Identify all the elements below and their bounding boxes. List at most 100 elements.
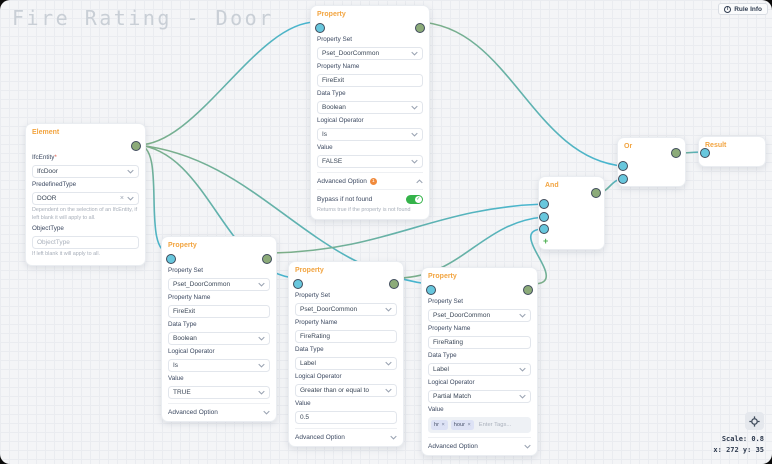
logical-operator-select[interactable]: Is [317, 127, 423, 141]
bypass-help: Returns true if the property is not foun… [317, 206, 411, 213]
property-name-label: Property Name [428, 325, 471, 333]
node-title: Property [168, 242, 197, 249]
bypass-toggle[interactable]: ✓ [406, 194, 423, 204]
advanced-option-toggle[interactable]: Advanced Option 1 [317, 172, 423, 185]
value-select[interactable]: FALSE [317, 154, 423, 168]
value-label: Value [295, 400, 311, 408]
property-output-port[interactable] [415, 22, 425, 33]
advanced-count-badge: 1 [369, 177, 377, 185]
property-input-port[interactable] [166, 253, 176, 264]
ifc-entity-label: IfcEntity* [32, 154, 57, 162]
property-set-select[interactable]: Pset_DoorCommon [295, 302, 397, 316]
node-and[interactable]: And + [538, 176, 605, 250]
node-title: Property [317, 11, 346, 18]
node-property-firerating-gte[interactable]: Property Property Set Pset_DoorCommon Pr… [288, 261, 404, 447]
data-type-select[interactable]: Label [295, 356, 397, 370]
chevron-down-icon [263, 410, 270, 415]
tags-input-box[interactable]: hr × hour × [428, 416, 531, 433]
check-icon: ✓ [414, 195, 422, 203]
chevron-down-icon [127, 169, 134, 174]
property-input-port[interactable] [293, 278, 303, 289]
property-set-select[interactable]: Pset_DoorCommon [428, 308, 531, 322]
property-set-select[interactable]: Pset_DoorCommon [168, 277, 270, 291]
crosshair-locate-icon [749, 416, 760, 427]
node-element[interactable]: Element IfcEntity* IfcDoor PredefinedTyp… [25, 123, 146, 266]
node-property-fireexit-true[interactable]: Property Property Set Pset_DoorCommon Pr… [161, 236, 277, 422]
node-title: Or [624, 143, 633, 150]
add-input-button[interactable]: + [543, 236, 549, 246]
chevron-down-icon [524, 444, 531, 449]
property-name-input[interactable] [317, 73, 423, 87]
zoom-scale-readout: Scale: 0.8 [721, 435, 764, 444]
property-input-port[interactable] [315, 22, 325, 33]
property-set-label: Property Set [295, 292, 330, 300]
node-or[interactable]: Or [617, 137, 686, 187]
property-output-port[interactable] [262, 253, 272, 264]
data-type-select[interactable]: Label [428, 362, 531, 376]
node-element-title: Element [32, 129, 60, 136]
property-name-label: Property Name [317, 63, 360, 71]
and-output-port[interactable] [591, 188, 601, 198]
chevron-down-icon [385, 307, 392, 312]
property-output-port[interactable] [389, 278, 399, 289]
data-type-label: Data Type [295, 346, 324, 354]
object-type-label: ObjectType [32, 225, 64, 233]
tag-remove-icon[interactable]: × [441, 421, 445, 428]
chevron-down-icon [411, 159, 418, 164]
predefined-type-select[interactable]: DOOR × [32, 191, 139, 205]
advanced-option-toggle[interactable]: Advanced Option [168, 403, 270, 416]
or-output-port[interactable] [671, 148, 681, 158]
and-input-port-2[interactable] [539, 212, 549, 222]
or-input-port-2[interactable] [618, 174, 628, 184]
property-set-select[interactable]: Pset_DoorCommon [317, 46, 423, 60]
data-type-select[interactable]: Boolean [317, 100, 423, 114]
property-name-input[interactable] [168, 304, 270, 318]
value-label: Value [317, 144, 333, 152]
and-input-port-1[interactable] [539, 199, 549, 209]
logical-operator-label: Logical Operator [428, 379, 475, 387]
property-name-input[interactable] [428, 335, 531, 349]
node-property-fireexit-false[interactable]: Property Property Set Pset_DoorCommon Pr… [310, 5, 430, 220]
logical-operator-select[interactable]: Greater than or equal to [295, 383, 397, 397]
property-name-input[interactable] [295, 329, 397, 343]
advanced-option-toggle[interactable]: Advanced Option [295, 428, 397, 441]
logical-operator-select[interactable]: Is [168, 358, 270, 372]
or-input-port-1[interactable] [618, 161, 628, 171]
chevron-down-icon [411, 132, 418, 137]
value-input[interactable] [295, 410, 397, 424]
property-input-port[interactable] [426, 284, 436, 295]
predefined-type-help: Dependent on the selection of an IfcEnti… [32, 207, 138, 221]
property-set-label: Property Set [317, 36, 352, 44]
chevron-down-icon [258, 390, 265, 395]
predefined-type-label: PredefinedType [32, 181, 77, 189]
tags-input[interactable] [476, 420, 523, 429]
data-type-select[interactable]: Boolean [168, 331, 270, 345]
property-output-port[interactable] [523, 284, 533, 295]
locate-button[interactable] [745, 412, 764, 431]
ifc-entity-select[interactable]: IfcDoor [32, 164, 139, 178]
chevron-down-icon [411, 105, 418, 110]
node-property-firerating-partial[interactable]: Property Property Set Pset_DoorCommon Pr… [421, 267, 538, 456]
value-label: Value [168, 375, 184, 383]
rule-info-button[interactable]: i Rule Info [718, 3, 768, 15]
info-icon: i [724, 5, 732, 13]
page-title: Fire Rating - Door [12, 6, 274, 30]
tag-chip[interactable]: hr × [431, 419, 448, 430]
tag-chip[interactable]: hour × [450, 419, 474, 430]
clear-icon[interactable]: × [119, 194, 124, 202]
tag-remove-icon[interactable]: × [467, 421, 471, 428]
value-select[interactable]: TRUE [168, 385, 270, 399]
chevron-down-icon [258, 363, 265, 368]
advanced-option-toggle[interactable]: Advanced Option [428, 437, 531, 450]
element-output-port[interactable] [131, 140, 141, 151]
node-result[interactable]: Result [698, 136, 766, 167]
property-set-label: Property Set [428, 298, 463, 306]
node-title: And [545, 182, 559, 189]
logical-operator-select[interactable]: Partial Match [428, 389, 531, 403]
result-input-port[interactable] [700, 148, 710, 158]
and-input-port-3[interactable] [539, 224, 549, 234]
chevron-down-icon [385, 388, 392, 393]
object-type-input[interactable] [32, 235, 139, 249]
property-set-label: Property Set [168, 267, 203, 275]
